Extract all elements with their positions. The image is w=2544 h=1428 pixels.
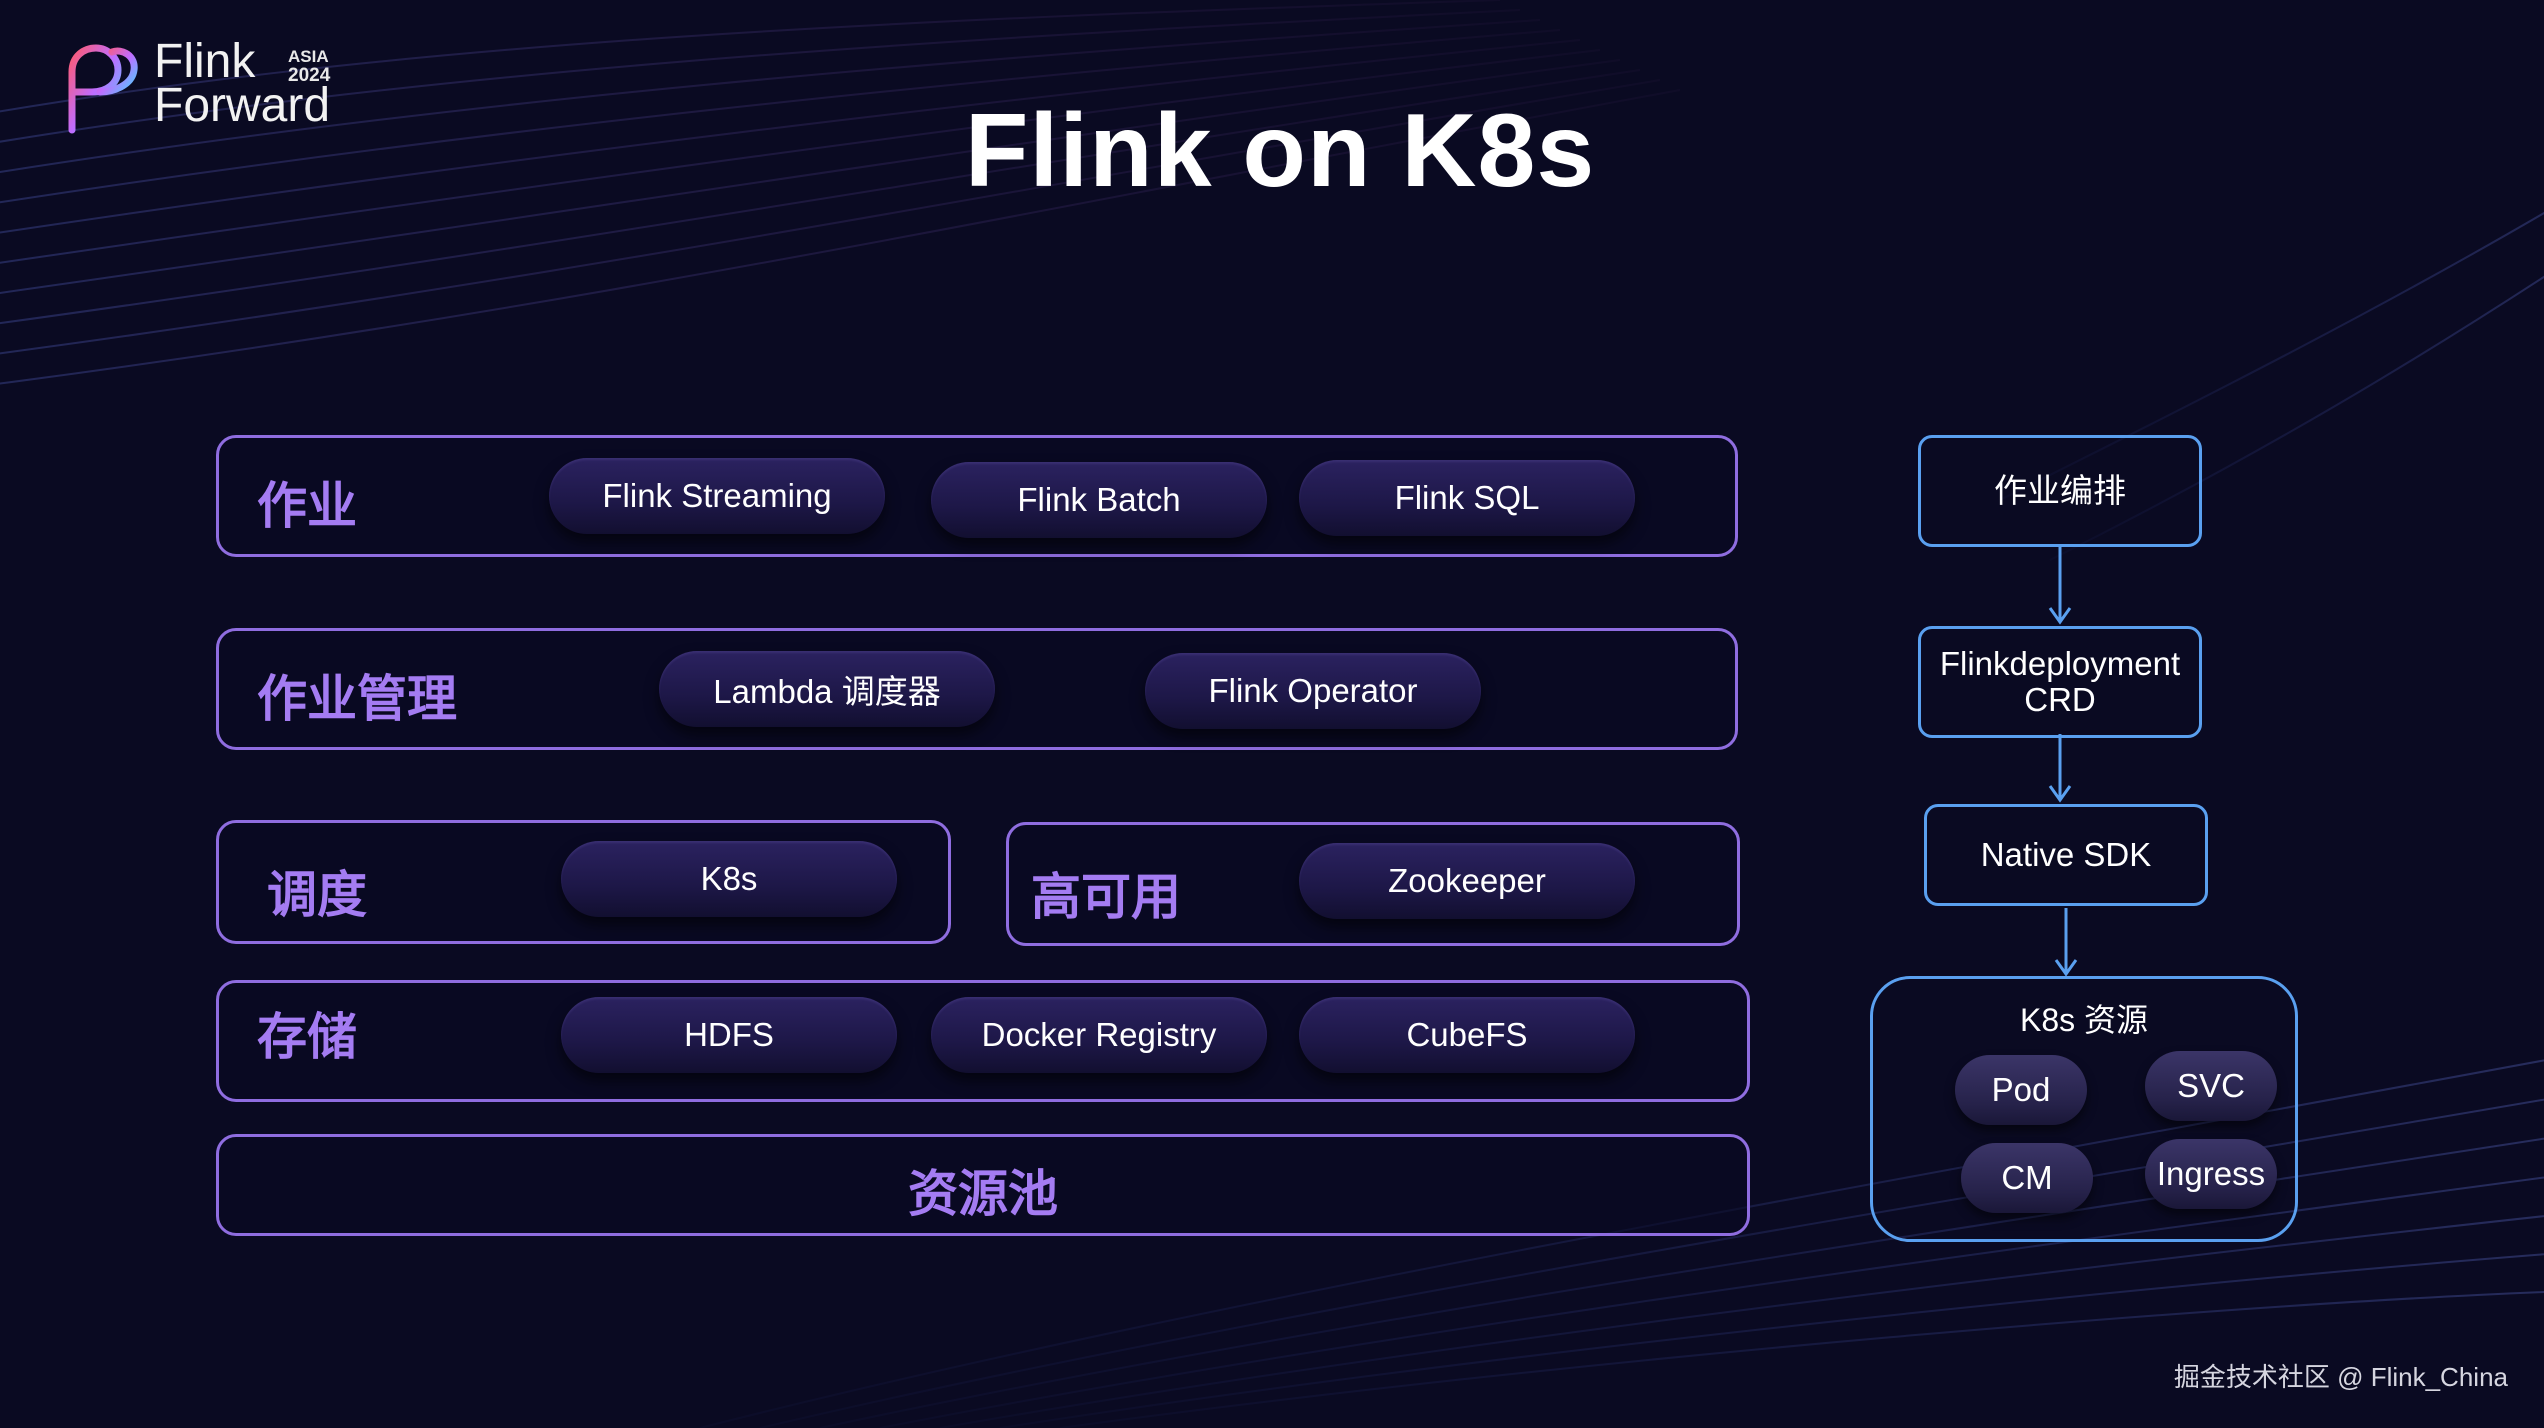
logo-text: Flink Forward	[154, 35, 331, 132]
logo-line1: Flink	[154, 35, 256, 88]
layer-scheduling: 调度 K8s	[216, 820, 951, 944]
layer-job: 作业 Flink Streaming Flink Batch Flink SQL	[216, 435, 1738, 557]
layer-job-management-label: 作业管理	[257, 671, 457, 727]
flow-step-job-orchestration: 作业编排	[1918, 435, 2202, 547]
k8s-resources-group: K8s 资源 Pod SVC CM Ingress	[1870, 976, 2298, 1242]
layer-scheduling-label: 调度	[267, 867, 367, 923]
pill-zookeeper: Zookeeper	[1299, 843, 1635, 919]
flink-forward-logo-mark	[68, 44, 138, 134]
pill-flink-sql: Flink SQL	[1299, 460, 1635, 536]
pill-cubefs: CubeFS	[1299, 997, 1635, 1073]
layer-resource-pool-label: 资源池	[908, 1166, 1058, 1222]
pill-flink-streaming: Flink Streaming	[549, 458, 885, 534]
layer-job-label: 作业	[257, 478, 357, 534]
k8s-resource-svc: SVC	[2145, 1051, 2277, 1121]
logo-badge-asia: ASIA	[288, 47, 329, 66]
flow-arrow-1	[2048, 546, 2072, 625]
pill-flink-batch: Flink Batch	[931, 462, 1267, 538]
layer-resource-pool: 资源池	[216, 1134, 1750, 1236]
layer-high-availability: 高可用 Zookeeper	[1006, 822, 1740, 946]
pill-hdfs: HDFS	[561, 997, 897, 1073]
logo-line2: Forward	[154, 79, 331, 132]
k8s-resource-ingress: Ingress	[2145, 1139, 2277, 1209]
flow-step-flinkdeployment-crd: Flinkdeployment CRD	[1918, 626, 2202, 738]
k8s-resources-title: K8s 资源	[2019, 1002, 2149, 1038]
logo-badge-year: 2024	[288, 65, 331, 86]
layer-job-management: 作业管理 Lambda 调度器 Flink Operator	[216, 628, 1738, 750]
pill-docker-registry: Docker Registry	[931, 997, 1267, 1073]
k8s-resource-pod: Pod	[1955, 1055, 2087, 1125]
pill-lambda-scheduler: Lambda 调度器	[659, 651, 995, 727]
layer-high-availability-label: 高可用	[1031, 869, 1181, 925]
k8s-resource-cm: CM	[1961, 1143, 2093, 1213]
watermark: 掘金技术社区 @ Flink_China	[2173, 1362, 2508, 1392]
flow-arrow-2	[2048, 734, 2072, 803]
layer-storage-label: 存储	[257, 1009, 357, 1065]
flow-arrow-3	[2054, 908, 2078, 977]
page-title: Flink on K8s	[964, 93, 1596, 209]
flow-step-native-sdk: Native SDK	[1924, 804, 2208, 906]
pill-flink-operator: Flink Operator	[1145, 653, 1481, 729]
flink-forward-logo: Flink Forward ASIA 2024	[62, 35, 362, 140]
layer-storage: 存储 HDFS Docker Registry CubeFS	[216, 980, 1750, 1102]
pill-k8s: K8s	[561, 841, 897, 917]
